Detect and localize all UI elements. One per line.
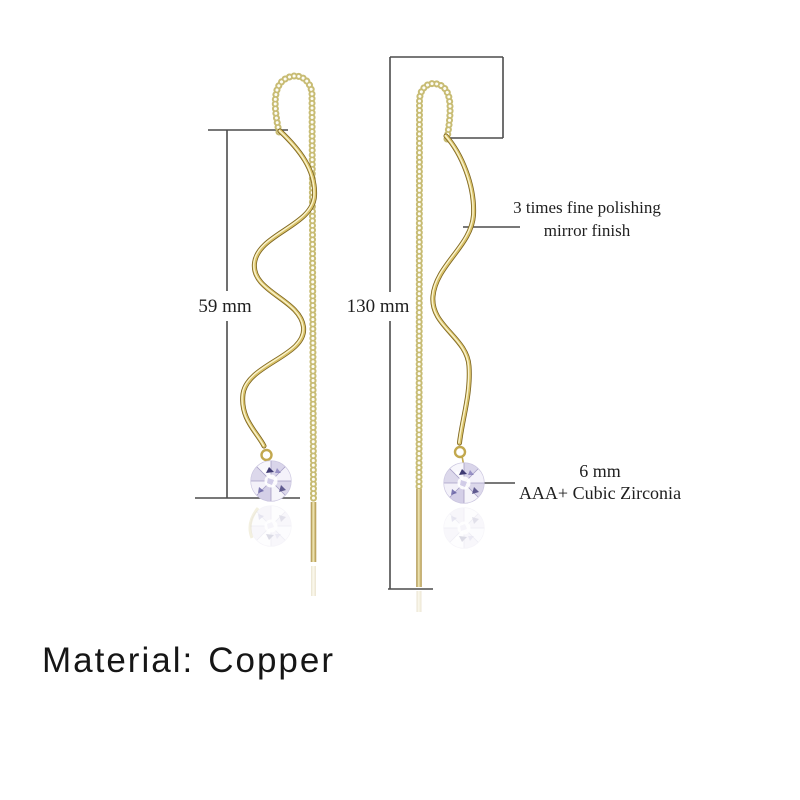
earring-right xyxy=(415,80,485,587)
earring-right-connector-ring xyxy=(453,445,467,459)
earring-left-connector-ring xyxy=(260,448,273,462)
measurement-bracket-130mm xyxy=(388,56,504,590)
polishing-annotation-line1: 3 times fine polishing xyxy=(513,198,661,217)
material-label: Material: xyxy=(42,641,195,680)
polishing-annotation: 3 times fine polishing mirror finish xyxy=(498,196,676,242)
material-value: Copper xyxy=(208,641,336,680)
stone-annotation: 6 mm AAA+ Cubic Zirconia xyxy=(508,460,692,504)
cubic-zirconia-stone-right xyxy=(443,462,485,504)
cubic-zirconia-stone-left xyxy=(250,460,292,502)
measurement-bracket-59mm xyxy=(195,129,300,499)
polishing-annotation-line2: mirror finish xyxy=(543,221,631,240)
earring-left-wave-bar xyxy=(240,128,318,449)
earring-left xyxy=(240,72,318,562)
earring-right-chain xyxy=(415,80,454,493)
dimension-label-59mm: 59 mm xyxy=(198,296,252,317)
reflections xyxy=(248,505,485,612)
stone-annotation-size: 6 mm xyxy=(579,461,621,481)
earring-right-wave-bar xyxy=(430,133,477,446)
dimension-label-130mm: 130 mm xyxy=(346,296,410,317)
stone-annotation-quality: AAA+ Cubic Zirconia xyxy=(518,483,682,503)
material-info: Material: Copper xyxy=(42,641,335,681)
earring-left-chain xyxy=(271,72,317,506)
